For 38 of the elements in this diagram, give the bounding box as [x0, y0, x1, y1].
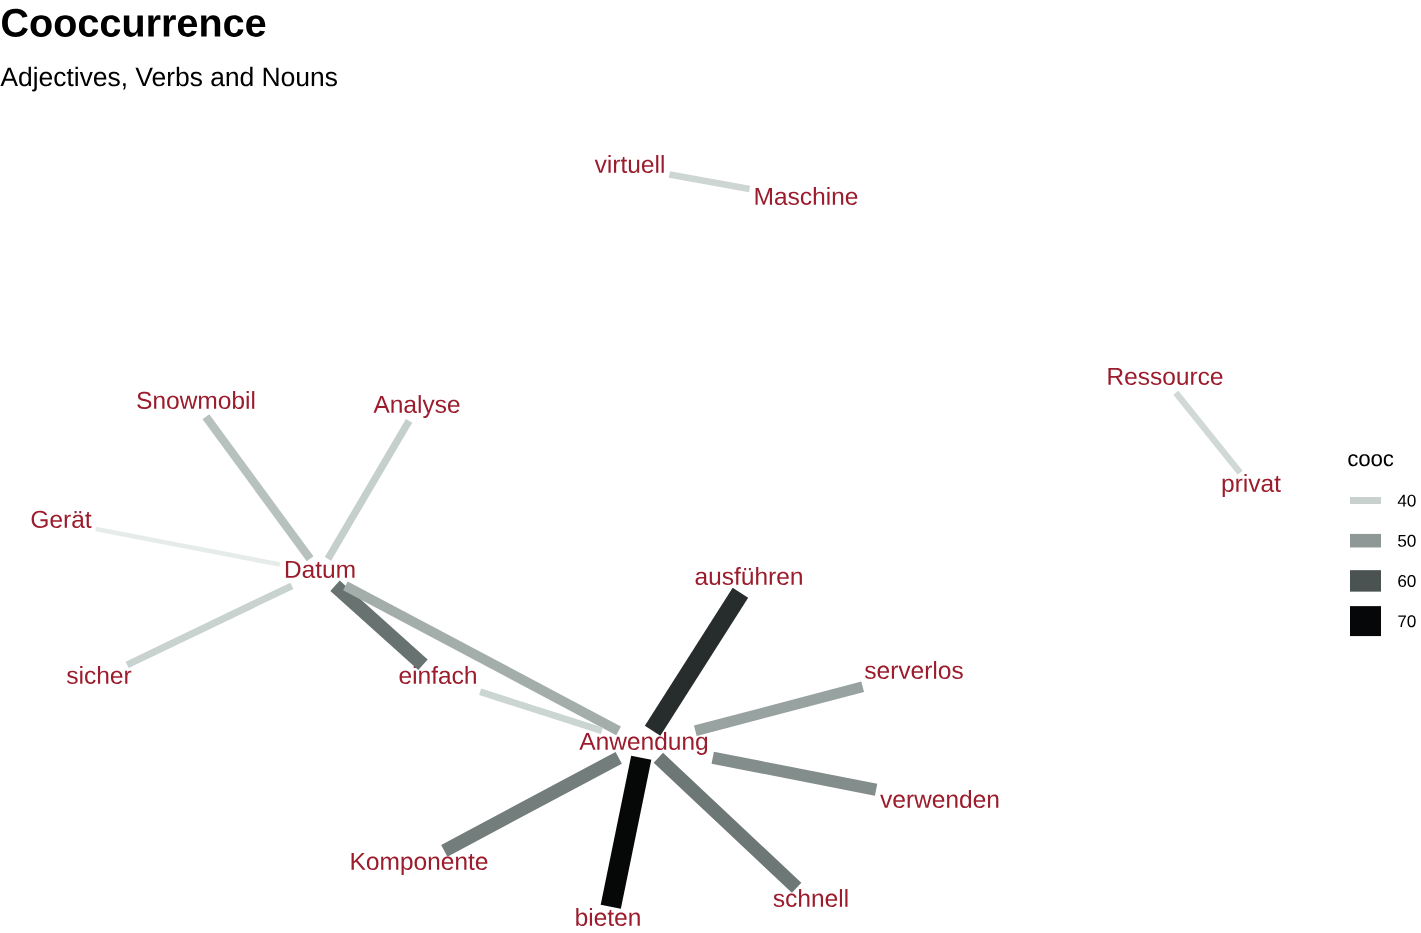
- title: Cooccurrence: [2, 8, 266, 37]
- word-label: sicher: [67, 666, 132, 685]
- word-label: privat: [1222, 474, 1281, 497]
- legend-label: 70: [1398, 615, 1416, 628]
- edge-line: [343, 581, 621, 736]
- word-label: Snowmobil: [137, 391, 255, 410]
- edge-line: [600, 755, 652, 909]
- word-label: serverlos: [865, 661, 963, 680]
- word-label: virtuell: [594, 155, 664, 174]
- legend-label: 50: [1398, 534, 1416, 547]
- edge-line: [1173, 390, 1243, 475]
- edge-line: [202, 414, 314, 562]
- edge-line: [668, 171, 751, 193]
- word-label: Anwendung: [579, 732, 708, 755]
- word-label: Analyse: [373, 395, 460, 418]
- word-label: einfach: [399, 666, 476, 685]
- word-label: bieten: [576, 908, 640, 927]
- edge-line: [479, 688, 603, 735]
- edge-line: [644, 587, 749, 736]
- legend-title: cooc: [1348, 454, 1394, 467]
- word-label: Komponente: [351, 852, 488, 875]
- legend-label: 60: [1398, 575, 1416, 588]
- word-label: ausführen: [695, 567, 802, 586]
- word-label: Maschine: [755, 187, 858, 206]
- word-label: Datum: [285, 560, 355, 579]
- edge-line: [441, 751, 622, 857]
- word-label: Ressource: [1108, 367, 1223, 386]
- word-label: Gerät: [31, 510, 92, 529]
- edge-line: [324, 418, 413, 561]
- edge-line: [125, 582, 294, 668]
- subtitle: Adjectives, Verbs and Nouns: [0, 66, 337, 92]
- edge-line: [711, 751, 878, 796]
- edge-line: [330, 580, 428, 670]
- word-label: schnell: [773, 889, 848, 908]
- edge-line: [95, 526, 281, 567]
- legend-label: 40: [1397, 494, 1416, 507]
- edge-line: [653, 752, 802, 893]
- word-label: verwenden: [880, 790, 999, 809]
